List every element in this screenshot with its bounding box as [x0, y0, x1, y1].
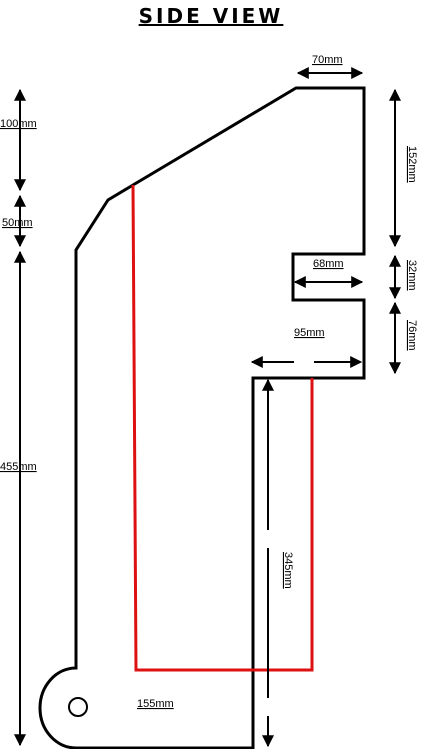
label-32mm: 32mm: [406, 260, 418, 291]
label-68mm: 68mm: [313, 258, 344, 270]
label-155mm: 155mm: [137, 698, 174, 710]
part-outline: [38, 86, 366, 749]
label-50mm: 50mm: [2, 217, 33, 229]
label-95mm: 95mm: [294, 327, 325, 339]
label-345mm: 345mm: [282, 552, 294, 589]
label-100mm: 100mm: [0, 118, 37, 130]
label-70mm: 70mm: [312, 54, 343, 66]
label-76mm: 76mm: [406, 320, 418, 351]
page-title: SIDE VIEW: [138, 4, 284, 28]
label-152mm: 152mm: [406, 146, 418, 183]
mounting-hole: [68, 697, 88, 717]
red-inner-line: [131, 184, 314, 672]
label-455mm: 455mm: [0, 461, 37, 473]
